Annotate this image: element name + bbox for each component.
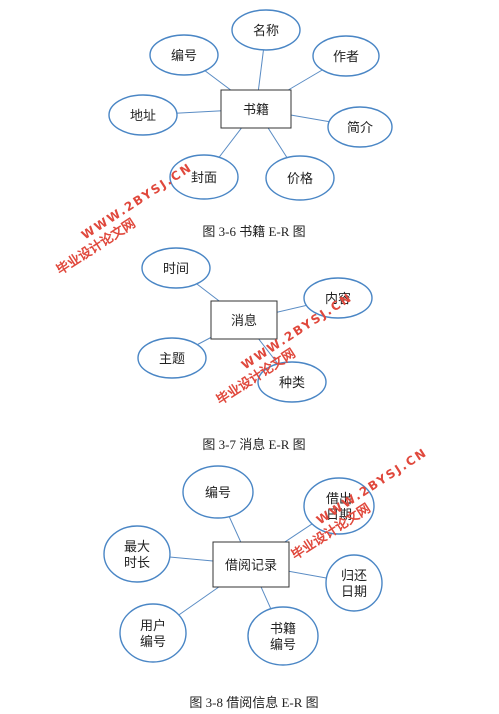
attribute-ellipse [108,94,178,136]
attribute-ellipse [103,525,171,583]
attribute-ellipse [312,35,380,77]
entity-label: 消息 [231,313,257,329]
attribute-ellipse [141,247,211,289]
caption-fig-3-7: 图 3-7 消息 E-R 图 [202,437,305,452]
attribute-ellipse [149,34,219,76]
attribute-ellipse [327,106,393,148]
attribute-label: 归还 [341,569,367,584]
attribute-label: 内容 [325,291,351,307]
attribute-label: 书籍 [270,621,296,637]
attribute-label: 日期 [326,508,352,523]
attribute-label: 编号 [205,486,231,501]
diagram-nodes: 书籍编号名称作者简介价格封面地址消息时间内容种类主题借阅记录编号借出日期归还日期… [103,9,393,666]
watermark-text-url: WWW.2BYSJ.CN [79,160,195,242]
entity-box [210,300,278,340]
attribute-ellipse [119,603,187,663]
attribute-label: 时间 [163,262,189,277]
attribute-ellipse [247,606,319,666]
attribute-label: 借出 [326,492,352,507]
attribute-label: 最大 [124,540,150,555]
attribute-label: 价格 [287,171,313,187]
attribute-label: 简介 [347,120,373,136]
attribute-label: 编号 [140,635,166,650]
attribute-label: 种类 [279,376,305,391]
attribute-label: 日期 [341,585,367,600]
attribute-ellipse [257,361,327,403]
er-diagram-3: 借阅记录编号借出日期归还日期书籍编号用户编号最大时长 [103,465,383,666]
entity-box [220,89,292,129]
attribute-label: 名称 [253,23,279,39]
attribute-ellipse [169,154,239,200]
caption-fig-3-8: 图 3-8 借阅信息 E-R 图 [189,695,318,710]
attribute-label: 主题 [159,352,185,367]
attribute-ellipse [303,277,373,319]
attribute-ellipse [231,9,301,51]
attribute-label: 封面 [191,171,217,186]
attribute-label: 编号 [270,638,296,653]
attribute-ellipse [325,554,383,612]
attribute-label: 用户 [140,618,166,634]
attribute-ellipse [303,477,375,535]
attribute-ellipse [265,155,335,201]
attribute-ellipse [137,337,207,379]
attribute-ellipse [182,465,254,519]
attribute-label: 地址 [130,109,156,124]
attribute-label: 编号 [171,49,197,64]
attribute-label: 作者 [333,50,359,65]
attribute-label: 时长 [124,556,150,571]
caption-fig-3-6: 图 3-6 书籍 E-R 图 [202,224,305,239]
entity-label: 借阅记录 [225,559,277,574]
entity-box [212,541,290,588]
entity-label: 书籍 [243,102,269,118]
